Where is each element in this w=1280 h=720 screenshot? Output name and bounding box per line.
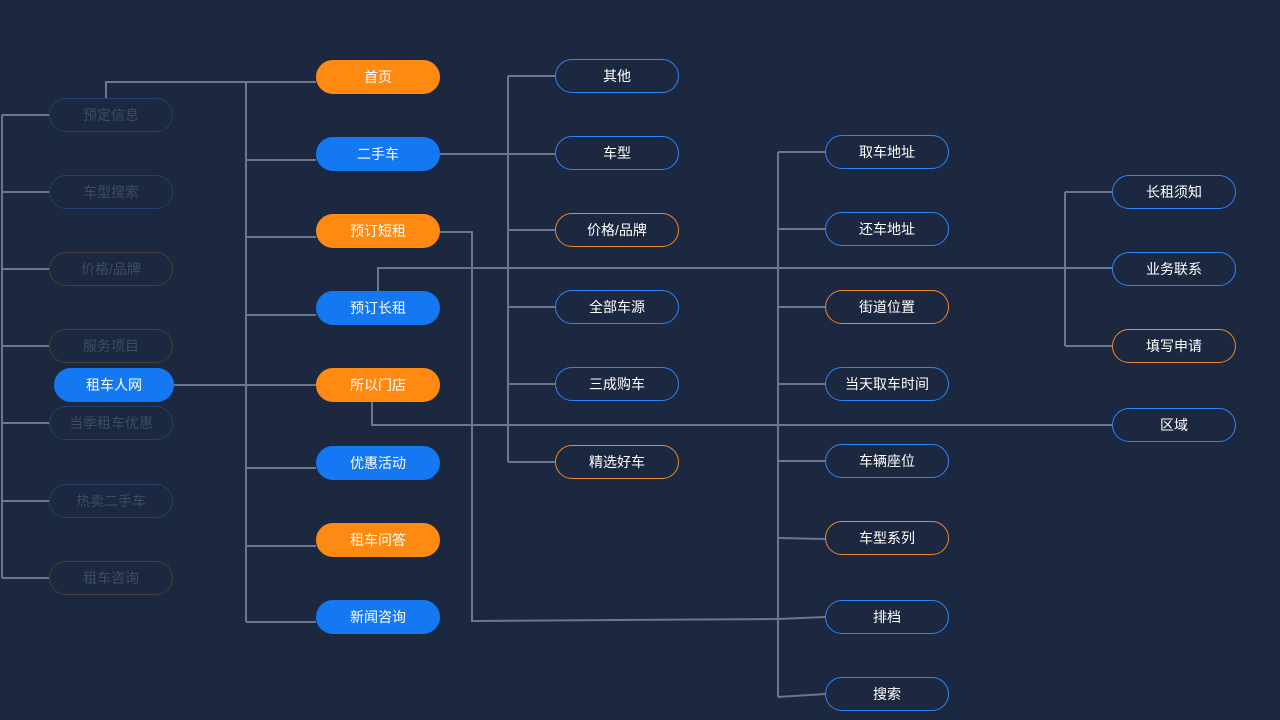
shortrent-node[interactable]: 当天取车时间 [825,367,949,401]
usedcar-node[interactable]: 车型 [555,136,679,170]
shortrent-node-label: 排档 [873,609,901,625]
faded-node: 价格/品牌 [49,252,173,286]
nav-node[interactable]: 优惠活动 [316,446,440,480]
longrent-node[interactable]: 业务联系 [1112,252,1236,286]
usedcar-node-label: 车型 [603,145,631,161]
usedcar-node-label: 价格/品牌 [587,222,647,238]
nav-node[interactable]: 新闻咨询 [316,600,440,634]
shortrent-node[interactable]: 搜索 [825,677,949,711]
shortrent-node[interactable]: 排档 [825,600,949,634]
shortrent-node[interactable]: 还车地址 [825,212,949,246]
nav-node[interactable]: 首页 [316,60,440,94]
usedcar-node-label: 其他 [603,68,631,84]
shortrent-node-label: 搜索 [873,686,901,702]
shortrent-node[interactable]: 车辆座位 [825,444,949,478]
root-node[interactable]: 租车人网 [54,368,174,402]
shortrent-node[interactable]: 取车地址 [825,135,949,169]
faded-node: 当季租车优惠 [49,406,173,440]
shortrent-node-label: 还车地址 [859,221,915,237]
faded-node: 服务项目 [49,329,173,363]
faded-node: 车型搜索 [49,175,173,209]
nav-node-label: 首页 [364,69,392,85]
shortrent-branch-line [777,537,826,540]
store-node[interactable]: 区域 [1112,408,1236,442]
nav-node-label: 租车问答 [350,532,406,548]
nav-node[interactable]: 二手车 [316,137,440,171]
nav-node-label: 优惠活动 [350,455,406,471]
faded-node: 预定信息 [49,98,173,132]
longrent-node-label: 填写申请 [1146,338,1202,354]
usedcar-node[interactable]: 其他 [555,59,679,93]
nav-node-label: 二手车 [357,146,399,162]
longrent-node-label: 长租须知 [1146,184,1202,200]
usedcar-node-label: 三成购车 [589,376,645,392]
usedcar-node[interactable]: 三成购车 [555,367,679,401]
nav-node-label: 预订长租 [350,300,406,316]
usedcar-node-label: 精选好车 [589,454,645,470]
faded-node: 热卖二手车 [49,484,173,518]
usedcar-node[interactable]: 价格/品牌 [555,213,679,247]
faded-node-label: 当季租车优惠 [69,415,153,431]
faded-node-label: 热卖二手车 [76,493,146,509]
nav-node-label: 所以门店 [350,377,406,393]
shortrent-node-label: 车辆座位 [859,453,915,469]
nav-node-label: 预订短租 [350,223,406,239]
longrent-node-label: 业务联系 [1146,261,1202,277]
usedcar-node[interactable]: 精选好车 [555,445,679,479]
shortrent-node[interactable]: 车型系列 [825,521,949,555]
shortrent-node-label: 车型系列 [859,530,915,546]
shortrent-node-label: 取车地址 [859,144,915,160]
shortrent-node-label: 街道位置 [859,299,915,315]
root-node-label: 租车人网 [86,377,142,393]
usedcar-node-label: 全部车源 [589,299,645,315]
nav-node[interactable]: 预订长租 [316,291,440,325]
longrent-link-line [377,267,1112,291]
nav-node-label: 新闻咨询 [350,609,406,625]
shortrent-node-label: 当天取车时间 [845,376,929,392]
shortrent-branch-line [777,616,826,620]
longrent-node[interactable]: 长租须知 [1112,175,1236,209]
faded-node-label: 租车咨询 [83,570,139,586]
usedcar-node[interactable]: 全部车源 [555,290,679,324]
store-node-label: 区域 [1160,417,1188,433]
shortrent-link-line [440,231,779,623]
longrent-node[interactable]: 填写申请 [1112,329,1236,363]
store-link-line [371,402,1112,426]
nav-node[interactable]: 租车问答 [316,523,440,557]
faded-node-label: 车型搜索 [83,184,139,200]
nav-node[interactable]: 预订短租 [316,214,440,248]
faded-node-label: 服务项目 [83,338,139,354]
faded-to-nav-line [105,81,246,98]
shortrent-branch-line [777,693,826,698]
faded-node-label: 价格/品牌 [81,261,141,277]
faded-node-label: 预定信息 [83,107,139,123]
shortrent-node[interactable]: 街道位置 [825,290,949,324]
nav-node[interactable]: 所以门店 [316,368,440,402]
faded-node: 租车咨询 [49,561,173,595]
